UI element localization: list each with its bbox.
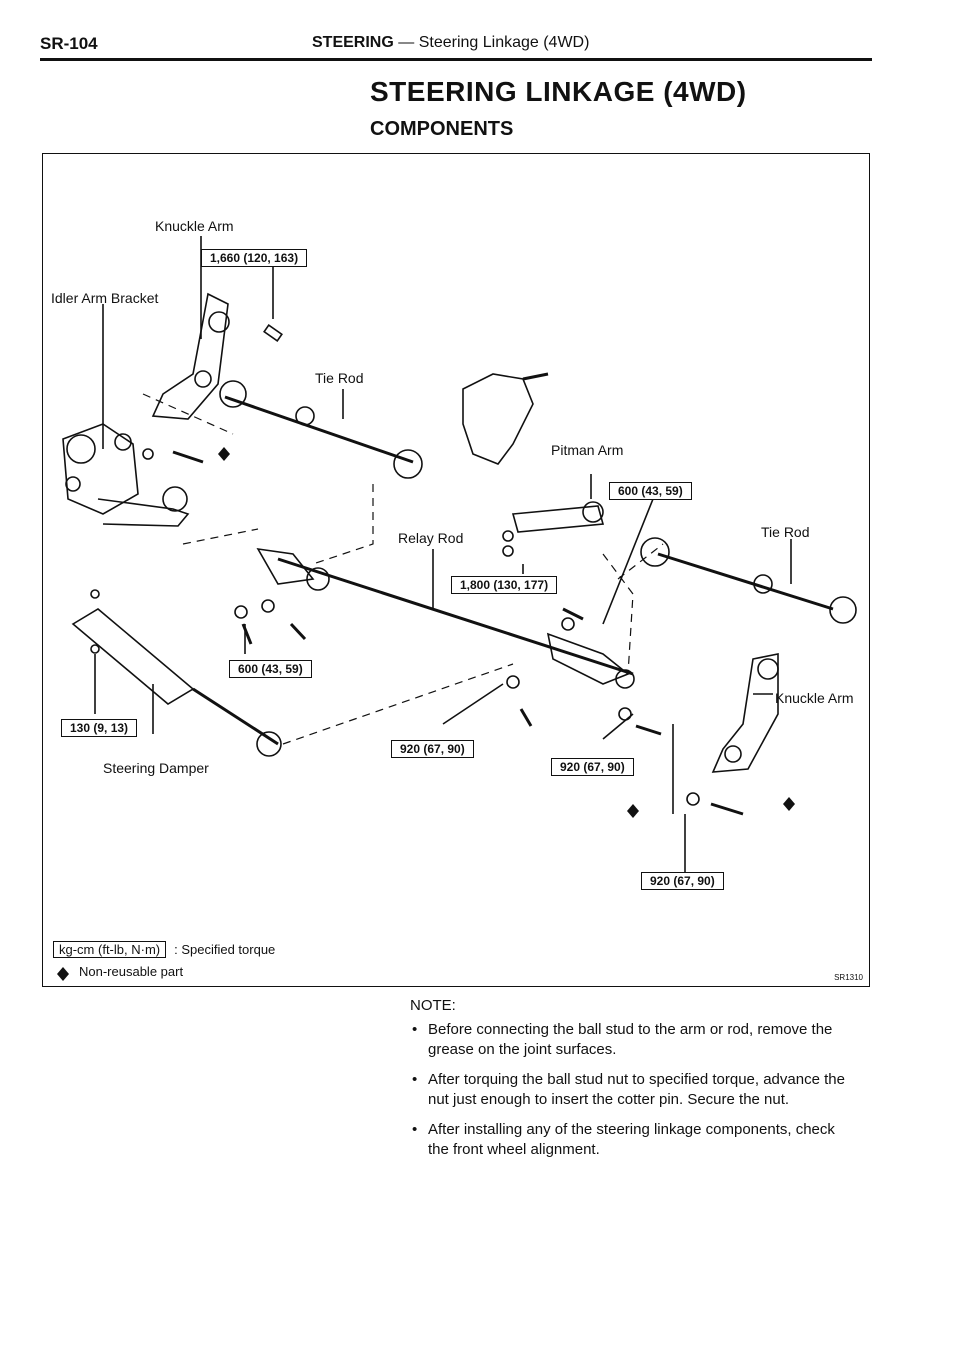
tie-rod-right [657,552,834,611]
nonreusable-legend-marker [57,967,69,981]
torque-relay-tie-left: 920 (67, 90) [391,740,474,758]
nonreusable-marker [627,804,639,818]
label-pitman-arm: Pitman Arm [551,442,624,458]
label-idler-arm-bracket: Idler Arm Bracket [51,290,159,306]
note-text: After installing any of the steering lin… [428,1121,835,1158]
tie-rod-left [224,395,414,464]
section-name: STEERING [312,34,394,51]
page-header: SR-104 STEERING — Steering Linkage (4WD) [40,28,872,58]
relay-rod [277,557,634,676]
note-text: Before connecting the ball stud to the a… [428,1021,833,1058]
knuckle-arm-left [151,292,229,420]
linkage-illustration [57,236,857,981]
torque-pitman-arm: 600 (43, 59) [609,482,692,500]
label-tie-rod-right: Tie Rod [761,524,810,540]
pitman-arm [511,505,605,533]
bullet-icon: • [412,1071,418,1088]
legend-torque-unit: kg-cm (ft-lb, N·m) [53,941,167,958]
torque-knuckle-arm: 1,660 (120, 163) [201,249,308,267]
torque-idler-arm: 600 (43, 59) [229,660,312,678]
label-tie-rod-left: Tie Rod [315,370,364,386]
note-text: After torquing the ball stud nut to spec… [428,1071,845,1108]
legend-nonreusable: Non-reusable part [79,964,184,979]
note-heading: NOTE: [410,997,456,1014]
components-diagram: Knuckle Arm Idler Arm Bracket Tie Rod Pi… [42,153,870,987]
note-list: • Before connecting the ball stud to the … [410,1020,850,1160]
header-rule [40,58,872,61]
idler-arm [97,498,190,527]
page-title: STEERING LINKAGE (4WD) [370,76,747,107]
note-section: NOTE: • Before connecting the ball stud t… [410,996,850,1170]
note-item: • After torquing the ball stud nut to spe… [410,1070,850,1110]
torque-relay-tie-right: 920 (67, 90) [551,758,634,776]
bullet-icon: • [412,1021,418,1038]
note-item: • Before connecting the ball stud to the … [410,1020,850,1060]
torque-knuckle-arm-right: 920 (67, 90) [641,872,724,890]
section-title: STEERING — Steering Linkage (4WD) [312,34,589,52]
torque-relay-rod: 1,800 (130, 177) [451,576,558,594]
torque-steering-damper: 130 (9, 13) [61,719,138,737]
legend-torque-desc: : Specified torque [174,942,276,957]
nonreusable-marker [218,447,230,461]
page-number: SR-104 [40,34,98,53]
label-knuckle-arm-right: Knuckle Arm [775,690,854,706]
bullet-icon: • [412,1121,418,1138]
label-steering-damper: Steering Damper [103,760,209,776]
steering-damper [71,608,195,705]
nonreusable-marker [783,797,795,811]
subsection-name: — Steering Linkage (4WD) [398,34,590,51]
steering-gear [462,373,534,465]
note-item: • After installing any of the steering li… [410,1120,850,1160]
page-subtitle: COMPONENTS [370,118,514,140]
legend-torque: kg-cm (ft-lb, N·m) : Specified torque [53,941,276,958]
label-knuckle-arm-left: Knuckle Arm [155,218,234,234]
knuckle-arm-right [711,653,779,773]
label-relay-rod: Relay Rod [398,530,464,546]
figure-code: SR1310 [834,973,863,982]
